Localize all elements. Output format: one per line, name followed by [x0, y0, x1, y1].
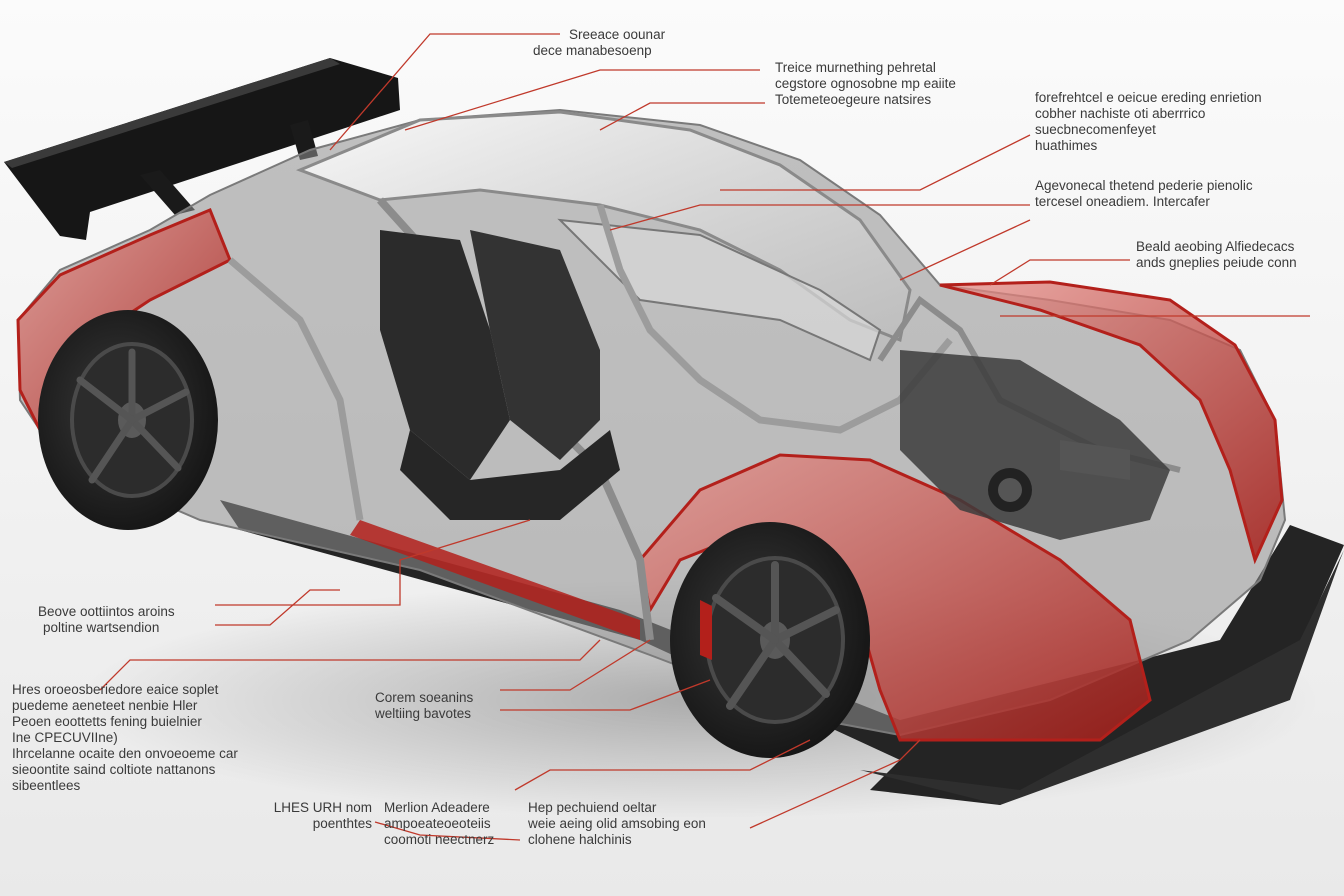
engine-bay	[900, 350, 1170, 540]
callout-line: poltine wartsendion	[43, 620, 160, 635]
callout-line: ampoeateoeoteiis	[384, 816, 491, 831]
callout-line: ands gneplies peiude conn	[1136, 255, 1297, 270]
callout-line: Hep pechuiend oeltar	[528, 800, 657, 815]
callout-top-1: Sreeace oounar dece manabesoenp	[533, 27, 665, 59]
callout-bottom-2: Merlion Adeadere ampoeateoeoteiis coomot…	[384, 800, 494, 848]
callout-left-1: Beove oottiintos aroins poltine wartsend…	[38, 604, 175, 636]
callout-line: weltiing bavotes	[375, 706, 472, 721]
callout-right-3: Beald aeobing Alfiedecacs ands gneplies …	[1136, 239, 1297, 271]
callout-line: dece manabesoenp	[533, 43, 652, 58]
leader-line-6	[899, 219, 1031, 281]
callout-line: Treice murnething pehretal	[775, 60, 936, 75]
callout-line: weie aeing olid amsobing eon	[528, 816, 706, 831]
callout-line: cegstore ognosobne mp eaiite	[775, 76, 956, 91]
callout-left-2: Hres oroeosberiedore eaice soplet puedem…	[12, 682, 238, 794]
callout-line: poenthtes	[312, 816, 372, 831]
callout-line: Beald aeobing Alfiedecacs	[1136, 239, 1295, 254]
callout-line: clohene halchinis	[528, 832, 632, 847]
seats	[380, 230, 620, 520]
leader-line-2	[404, 69, 760, 131]
callout-line: Sreeace oounar	[569, 27, 666, 42]
callout-line: sieoontite saind coltiote nattanons	[12, 762, 216, 777]
cabin-frame	[227, 110, 1181, 641]
callout-line: cobher nachiste oti aberrrico	[1035, 106, 1206, 121]
leader-line-3	[599, 102, 765, 131]
leader-line-14	[374, 821, 521, 841]
leader-line-9	[215, 519, 531, 606]
leader-line-10	[215, 589, 340, 626]
callout-line: Corem soeanins	[375, 690, 474, 705]
leader-line-7	[989, 259, 1130, 286]
leader-line-5	[609, 204, 1030, 231]
leader-line-12	[500, 639, 651, 691]
callout-right-2: Agevonecal thetend pederie pienolic terc…	[1035, 178, 1253, 210]
callout-line: Merlion Adeadere	[384, 800, 490, 815]
front-wheel	[670, 522, 870, 758]
callout-line: puedeme aeneteet nenbie Hler	[12, 698, 198, 713]
callout-top-2: Treice murnething pehretal cegstore ogno…	[775, 60, 956, 108]
callout-line: Hres oroeosberiedore eaice soplet	[12, 682, 219, 697]
callout-line: Agevonecal thetend pederie pienolic	[1035, 178, 1253, 193]
rear-wheel	[38, 310, 218, 530]
callout-line: Ihrcelanne ocaite den onvoeoeme car	[12, 746, 238, 761]
leader-line-16	[749, 739, 921, 829]
callout-line: Ine CPECUVIIne)	[12, 730, 118, 745]
callout-line: sibeentlees	[12, 778, 81, 793]
callout-line: huathimes	[1035, 138, 1098, 153]
leader-line-15	[514, 739, 811, 791]
callout-line: Beove oottiintos aroins	[38, 604, 175, 619]
callout-line: coomoti neectnerz	[384, 832, 495, 847]
callout-line: Totemeteoegeure natsires	[775, 92, 932, 107]
callout-bottom-1: LHES URH nom poenthtes	[262, 800, 372, 832]
leader-line-11	[99, 639, 601, 691]
callout-bottom-3: Hep pechuiend oeltar weie aeing olid ams…	[528, 800, 706, 848]
callout-line: suecbnecomenfeyet	[1035, 122, 1156, 137]
leader-line-1	[329, 33, 560, 151]
callout-center-1: Corem soeanins weltiing bavotes	[375, 690, 473, 722]
leader-line-13	[500, 679, 711, 711]
leader-lines	[99, 33, 1310, 841]
callout-line: tercesel oneadiem. Intercafer	[1035, 194, 1210, 209]
callout-line: Peoen eoottetts fening buielnier	[12, 714, 202, 729]
leader-line-4	[720, 134, 1031, 191]
callout-right-1: forefrehtcel e oeicue ereding enrietion …	[1035, 90, 1262, 154]
callout-line: forefrehtcel e oeicue ereding enrietion	[1035, 90, 1262, 105]
callout-line: LHES URH nom	[273, 800, 372, 815]
